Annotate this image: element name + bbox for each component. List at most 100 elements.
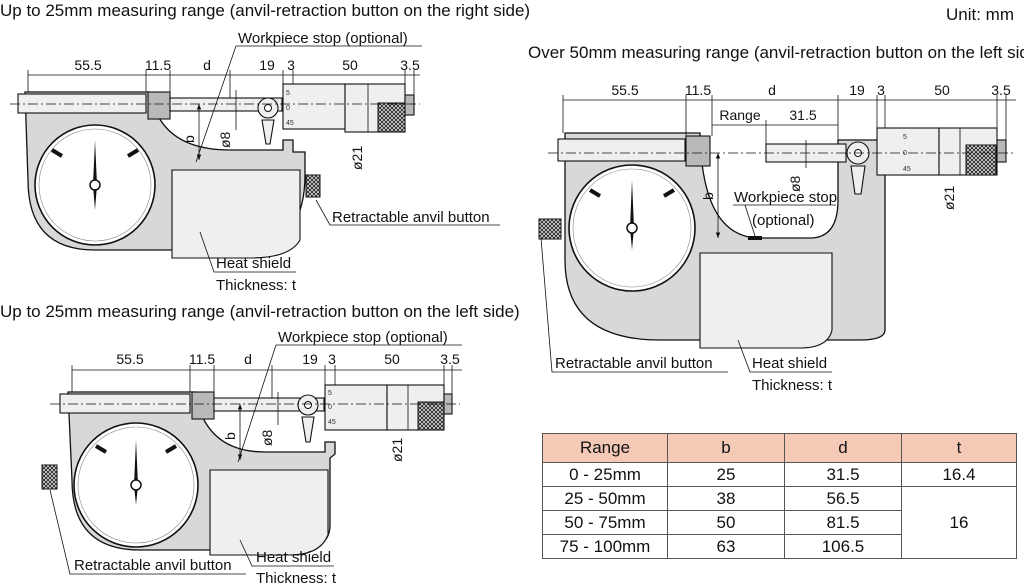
sleeve [876, 127, 940, 176]
dim-phi21: ø21 [389, 438, 405, 462]
dim-d: d [244, 351, 252, 367]
th-d: d [784, 433, 902, 463]
title-right: Over 50mm measuring range (anvil-retract… [528, 43, 1024, 62]
scale-5: 5 [328, 390, 332, 397]
dim-d: d [768, 82, 776, 98]
label-heat-shield: Heat shield [752, 355, 827, 372]
scale-5: 5 [286, 90, 290, 97]
anvil-collar [191, 391, 215, 420]
scale-0: 0 [328, 404, 332, 411]
scale-5: 5 [903, 134, 907, 141]
label-heat-shield: Heat shield [216, 255, 291, 272]
thimble-knurl [965, 144, 997, 176]
heat-shield [699, 252, 833, 349]
th-range: Range [542, 433, 668, 463]
label-retract-button: Retractable anvil button [332, 209, 490, 226]
scale-45: 45 [903, 166, 911, 173]
anvil-collar [685, 135, 711, 167]
table-row: 0 - 25mm 25 31.5 16.4 [542, 462, 1017, 487]
scale-45: 45 [328, 419, 336, 426]
cell-d: 31.5 [784, 462, 902, 487]
cell-b: 63 [667, 534, 785, 559]
dim-3: 3 [877, 82, 885, 98]
cell-range: 50 - 75mm [542, 510, 668, 535]
micrometer-top-left: 5 0 45 55.5 11.5 d 19 3 50 3.5 b ø8 [10, 30, 500, 294]
cell-d: 56.5 [784, 486, 902, 511]
dimension-table: Range b d t 0 - 25mm 25 31.5 16.4 25 - 5… [542, 433, 1017, 559]
dim-phi8: ø8 [217, 131, 233, 148]
anvil-rod [59, 393, 191, 414]
label-workpiece-stop: Workpiece stop (optional) [278, 329, 448, 346]
label-retract-button: Retractable anvil button [74, 557, 232, 574]
dim-50: 50 [342, 57, 358, 73]
micrometer-right: 5 0 45 55.5 11.5 d 19 3 50 3.5 Range [538, 82, 1016, 394]
cell-range: 0 - 25mm [542, 462, 668, 487]
thimble-knurl [417, 401, 445, 431]
heat-shield [171, 169, 301, 259]
cell-b: 38 [667, 486, 785, 511]
dim-50: 50 [934, 82, 950, 98]
scale-45: 45 [286, 120, 294, 127]
retract-button-knob [41, 464, 58, 490]
dim-55-5: 55.5 [74, 57, 101, 73]
cell-b: 25 [667, 462, 785, 487]
cell-range: 25 - 50mm [542, 486, 668, 511]
dim-d: d [203, 57, 211, 73]
dim-b: b [181, 135, 197, 143]
title-top-left: Up to 25mm measuring range (anvil-retrac… [0, 1, 530, 20]
micrometer-bottom-left: 5 0 45 55.5 11.5 d 19 3 50 3.5 b ø8 ø2 [41, 329, 462, 586]
label-workpiece-stop: Workpiece stop (optional) [238, 30, 408, 47]
dim-55-5: 55.5 [611, 82, 638, 98]
unit-label: Unit: mm [946, 5, 1014, 24]
ratchet [996, 139, 1007, 163]
dimensions-right: 55.5 11.5 d 19 3 50 3.5 Range 31.5 b ø8 … [562, 82, 1016, 238]
dim-19: 19 [259, 57, 275, 73]
dim-19: 19 [302, 351, 318, 367]
dial-needle [93, 140, 97, 210]
table-row: 50 - 75mm 50 81.5 [542, 510, 1017, 535]
ratchet [404, 94, 415, 116]
cell-b: 50 [667, 510, 785, 535]
thimble-knurl [377, 102, 406, 133]
dim-phi21: ø21 [941, 186, 957, 210]
dim-phi21: ø21 [349, 146, 365, 170]
dim-b: b [222, 432, 238, 440]
dim-3-5: 3.5 [440, 351, 460, 367]
dimensions-top-left: 55.5 11.5 d 19 3 50 3.5 b ø8 ø21 [27, 57, 420, 170]
dim-31-5: 31.5 [789, 107, 816, 123]
cell-t: 16.4 [901, 462, 1017, 487]
anvil-rod [17, 93, 147, 114]
label-heat-shield: Heat shield [256, 549, 331, 566]
scale-0: 0 [286, 105, 290, 112]
cell-range: 75 - 100mm [542, 534, 668, 559]
label-workpiece-stop-line1: Workpiece stop [734, 189, 837, 206]
cell-t: 16 [901, 486, 1017, 559]
label-thickness: Thickness: t [256, 570, 337, 586]
sleeve [282, 83, 346, 130]
th-t: t [901, 433, 1017, 463]
dim-50: 50 [384, 351, 400, 367]
table-row: 75 - 100mm 63 106.5 [542, 534, 1017, 559]
title-bottom-left: Up to 25mm measuring range (anvil-retrac… [0, 302, 520, 321]
dim-55-5: 55.5 [116, 351, 143, 367]
retract-button-knob [305, 174, 321, 198]
table-row: 25 - 50mm 38 56.5 16 [542, 486, 1017, 559]
cell-d: 106.5 [784, 534, 902, 559]
retract-button-knob [538, 218, 562, 240]
anvil-collar [147, 91, 171, 120]
dim-phi8: ø8 [787, 175, 803, 192]
label-thickness: Thickness: t [752, 377, 833, 394]
dim-range: Range [719, 107, 760, 123]
cell-d: 81.5 [784, 510, 902, 535]
label-workpiece-stop-line2: (optional) [752, 212, 815, 229]
anvil-rod [557, 138, 686, 162]
dim-phi8: ø8 [259, 429, 275, 446]
dim-b: b [700, 192, 716, 200]
dim-3-5: 3.5 [400, 57, 420, 73]
heat-shield [209, 469, 329, 556]
label-retract-button: Retractable anvil button [555, 355, 713, 372]
dim-19: 19 [849, 82, 865, 98]
dim-11-5: 11.5 [685, 82, 711, 98]
label-thickness: Thickness: t [216, 277, 297, 294]
